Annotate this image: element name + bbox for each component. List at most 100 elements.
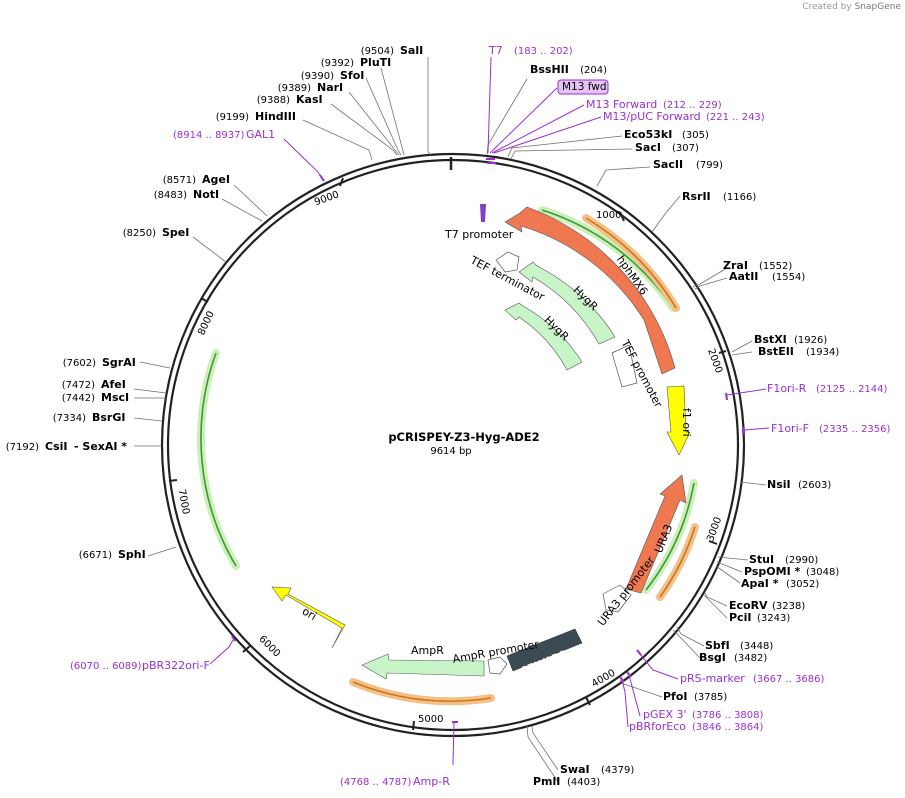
enzyme-pos-SpeI: (8250) [123, 228, 156, 239]
enzyme-MscI: MscI [101, 391, 129, 404]
HygR-arrow-1 [518, 261, 616, 345]
primer-pos-M13-pUC-Forward: (221 .. 243) [706, 112, 765, 123]
hphMX6-arrow [504, 206, 676, 375]
enzyme-pos-HindIII: (9199) [216, 112, 249, 123]
enzyme-pos-StuI: (2990) [785, 555, 818, 566]
enzyme-pos-PciI: (3243) [757, 613, 790, 624]
enzyme-BstXI: BstXI [754, 333, 787, 346]
enzyme-SacI: SacI [635, 141, 661, 154]
enzyme-SpeI: SpeI [162, 226, 189, 239]
enzyme-PspOMI: PspOMI * [744, 565, 801, 578]
URA3-promoter-arrow [602, 584, 632, 613]
enzyme-BsrGI: BsrGI [92, 411, 125, 424]
feature-arrows [271, 204, 691, 680]
enzyme-pos-PmlI: (4403) [567, 777, 600, 788]
enzyme-pos-SacII: (799) [696, 160, 723, 171]
enzyme-BsgI: BsgI [699, 651, 726, 664]
enzyme-ZraI: ZraI [723, 259, 748, 272]
URA3-arrow [625, 474, 687, 594]
tick-label-5000: 5000 [418, 714, 443, 725]
enzyme-pos-ApaI: (3052) [786, 579, 819, 590]
CEN-ARS-block [506, 628, 583, 672]
primer-labels: T7 (183 .. 202) M13 fwd M13 Forward (212… [70, 44, 891, 788]
primer-pos-pBRforEco: (3846 .. 3864) [692, 722, 764, 733]
credit-prefix: Created by [802, 2, 852, 12]
enzyme-SgrAI: SgrAI [102, 356, 136, 369]
AmpR-promoter-arrow [487, 656, 508, 675]
enzyme-BssHII: BssHII [530, 63, 569, 76]
enzyme-SexAI: - SexAI * [74, 440, 127, 453]
feature-label-ori: ori [300, 605, 319, 623]
enzyme-SacII: SacII [653, 158, 683, 171]
HygR-arrow-2 [504, 302, 583, 371]
feature-label-T7-promoter: T7 promoter [444, 228, 514, 241]
enzyme-StuI: StuI [749, 553, 774, 566]
TEF-promoter-arrow [611, 344, 638, 388]
enzyme-NarI: NarI [317, 81, 343, 94]
enzyme-SalI: SalI [400, 44, 423, 57]
enzyme-pos-NarI: (9389) [278, 83, 311, 94]
enzyme-pos-SfoI: (9390) [301, 71, 334, 82]
tick-label-7000: 7000 [176, 488, 191, 515]
enzyme-pos-BsgI: (3482) [734, 653, 767, 664]
enzyme-pos-EcoRV: (3238) [772, 601, 805, 612]
enzyme-pos-BssHII: (204) [580, 65, 607, 76]
plasmid-length: 9614 bp [430, 446, 471, 457]
enzyme-RsrII: RsrII [682, 190, 711, 203]
enzyme-pos-AatII: (1554) [772, 272, 805, 283]
primer-pRS-marker: pRS-marker [680, 672, 745, 685]
enzyme-pos-ZraI: (1552) [759, 261, 792, 272]
enzyme-pos-CsiI: (7192) [6, 442, 39, 453]
tick-label-9000: 9000 [313, 189, 341, 208]
primer-GAL1: GAL1 [246, 128, 275, 141]
TEF-terminator-arrow [495, 251, 520, 273]
primer-Amp-R: Amp-R [413, 775, 450, 788]
primer-pos-T7: (183 .. 202) [514, 46, 573, 57]
enzyme-SwaI: SwaI [560, 763, 590, 776]
primer-F1ori-R: F1ori-R [767, 382, 807, 395]
enzyme-pos-KasI: (9388) [257, 95, 290, 106]
tick-label-1000: 1000 [596, 210, 621, 221]
enzyme-pos-BsrGI: (7334) [53, 413, 86, 424]
enzyme-pos-BstEII: (1934) [806, 347, 839, 358]
primer-pos-Amp-R: (4768 .. 4787) [340, 777, 412, 788]
enzyme-NotI: NotI [193, 188, 219, 201]
primer-M13-pUC-Forward: M13/pUC Forward [603, 110, 701, 123]
primer-pos-F1ori-F: (2335 .. 2356) [819, 424, 891, 435]
enzyme-pos-Eco53kI: (305) [682, 130, 709, 141]
enzyme-BstEII: BstEII [758, 345, 794, 358]
f1-ori-arrow [666, 385, 691, 456]
primer-M13-Forward: M13 Forward [586, 98, 657, 111]
plasmid-name: pCRISPEY-Z3-Hyg-ADE2 [388, 430, 539, 444]
enzyme-EcoRV: EcoRV [729, 599, 768, 612]
primer-pBRforEco: pBRforEco [629, 720, 686, 733]
primer-pos-GAL1: (8914 .. 8937) [173, 130, 245, 141]
enzyme-SbfI: SbfI [705, 639, 730, 652]
enzyme-PmlI: PmlI [533, 775, 560, 788]
primer-leader-lines [209, 56, 770, 766]
primer-pos-F1ori-R: (2125 .. 2144) [816, 384, 888, 395]
primer-pGEX-3: pGEX 3' [643, 708, 687, 721]
enzyme-pos-SphI: (6671) [79, 550, 112, 561]
enzyme-pos-AgeI: (8571) [163, 175, 196, 186]
primer-M13-fwd: M13 fwd [562, 81, 607, 93]
enzyme-pos-BstXI: (1926) [794, 335, 827, 346]
enzyme-pos-SgrAI: (7602) [63, 358, 96, 369]
primer-pos-pBR322ori-F: (6070 .. 6089) [70, 661, 142, 672]
ori-arrow [271, 586, 346, 649]
primer-T7: T7 [488, 44, 503, 57]
enzyme-AfeI: AfeI [101, 378, 126, 391]
enzyme-SfoI: SfoI [340, 69, 364, 82]
enzyme-ApaI: ApaI * [741, 577, 779, 590]
enzyme-pos-NsiI: (2603) [798, 480, 831, 491]
orf-arcs [197, 206, 699, 706]
enzyme-Eco53kI: Eco53kI [624, 128, 672, 141]
enzyme-pos-RsrII: (1166) [723, 192, 756, 203]
primer-pos-pGEX-3: (3786 .. 3808) [692, 710, 764, 721]
feature-label-AmpR: AmpR [411, 644, 444, 657]
enzyme-KasI: KasI [296, 93, 323, 106]
enzyme-pos-PspOMI: (3048) [806, 567, 839, 578]
enzyme-pos-AfeI: (7472) [62, 380, 95, 391]
enzyme-CsiI: CsiI [45, 440, 67, 453]
